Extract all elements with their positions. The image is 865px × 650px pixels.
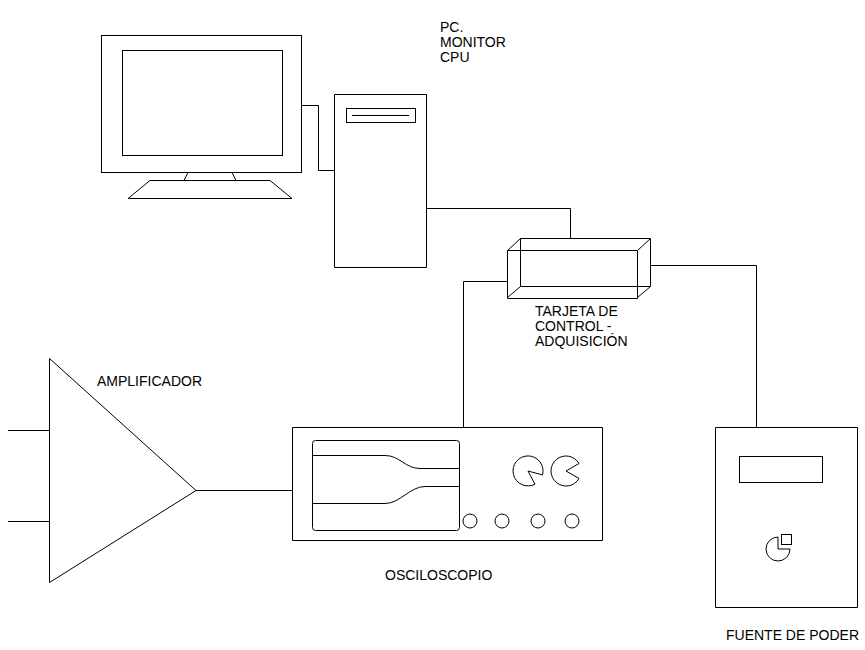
amplifier-input <box>8 521 49 522</box>
power-supply-box: FUENTE DE PODER <box>715 427 858 608</box>
power-supply-box-outline-path <box>716 428 858 608</box>
scope-trace <box>313 487 460 504</box>
scope-button <box>463 514 477 528</box>
supply-knob-marker <box>782 535 792 545</box>
device-label: AMPLIFICADOR <box>97 374 202 389</box>
scope-knob <box>513 456 543 486</box>
monitor-neck <box>184 173 236 181</box>
signal-wire <box>650 266 757 428</box>
scope-button <box>495 514 509 528</box>
supply-display <box>740 457 823 483</box>
signal-wire <box>196 490 292 491</box>
signal-wire <box>427 209 571 239</box>
cpu-box: PC. MONITOR CPU <box>334 94 427 268</box>
amplifier-triangle: AMPLIFICADOR <box>49 358 196 583</box>
cpu-box-outline-path <box>335 95 427 268</box>
signal-wire <box>464 282 508 428</box>
monitor-base <box>128 181 292 199</box>
scope-button <box>531 514 545 528</box>
oscilloscope-box: OSCILOSCOPIO <box>292 427 603 541</box>
oscilloscope-box-outline <box>292 427 603 541</box>
power-supply-box-outline <box>715 427 858 608</box>
control-board: TARJETA DE CONTROL - ADQUISICIÓN <box>507 238 650 298</box>
device-label: PC. MONITOR CPU <box>440 20 520 65</box>
device-label: OSCILOSCOPIO <box>385 568 492 583</box>
scope-knob <box>551 456 579 486</box>
cpu-drive-slot <box>347 109 416 123</box>
scope-screen <box>313 441 460 531</box>
cpu-drive-line <box>352 115 409 116</box>
control-board-outline <box>507 238 650 298</box>
device-label: TARJETA DE CONTROL - ADQUISICIÓN <box>535 304 643 349</box>
monitor-cable <box>302 106 335 171</box>
device-label: FUENTE DE PODER <box>726 628 859 643</box>
oscilloscope-box-outline-path <box>293 428 603 541</box>
amplifier-triangle-outline-path <box>50 359 197 583</box>
monitor-frame <box>102 36 302 173</box>
amplifier-input <box>8 430 49 431</box>
supply-knob <box>766 537 790 561</box>
cpu-box-outline <box>334 94 427 268</box>
control-board-outline-path <box>508 239 651 299</box>
monitor-screen <box>123 51 283 156</box>
scope-button <box>565 514 579 528</box>
amplifier-triangle-outline <box>49 358 196 583</box>
scope-trace <box>313 456 460 469</box>
